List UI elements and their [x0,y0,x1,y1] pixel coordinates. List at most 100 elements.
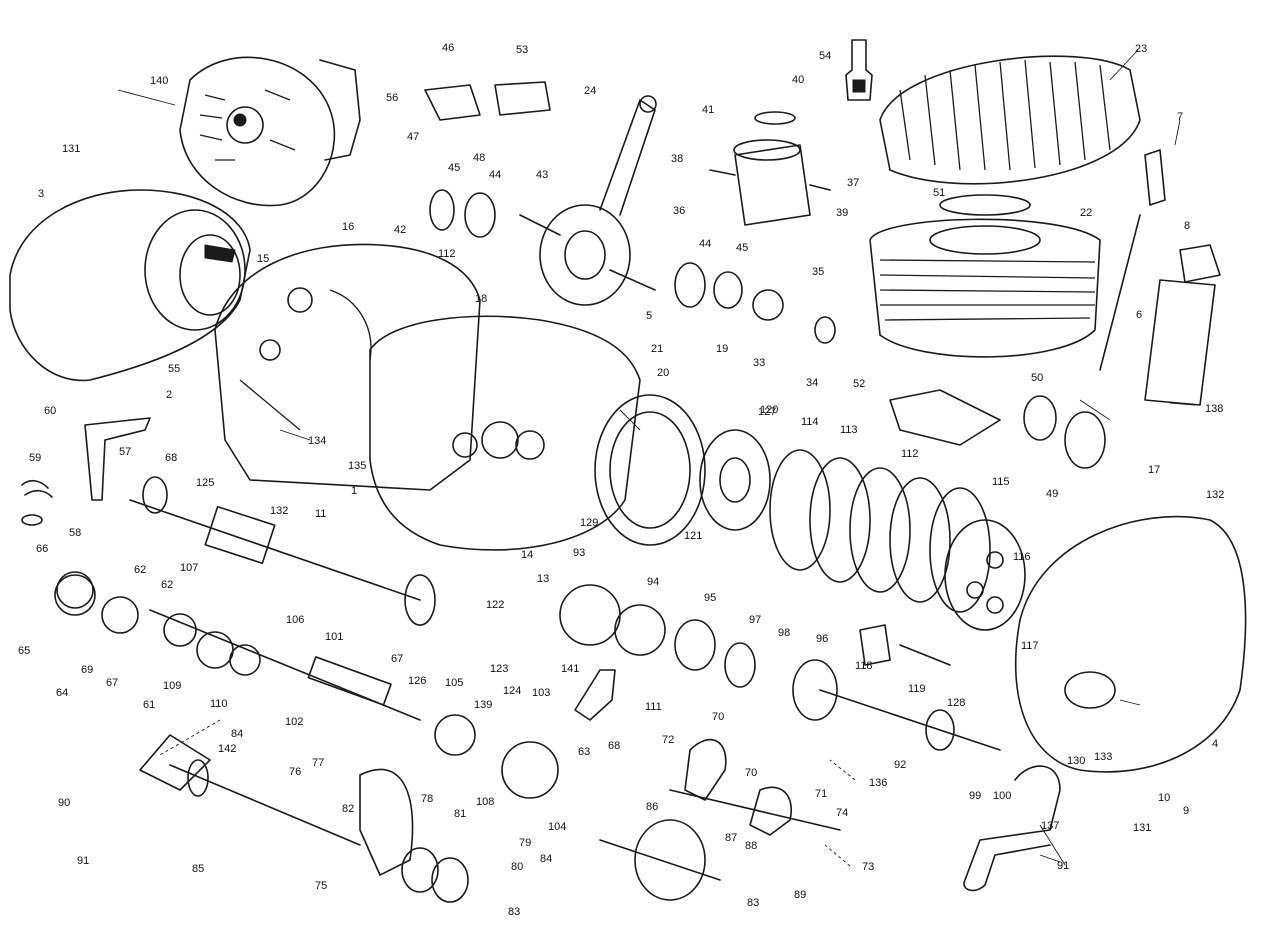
callout-label: 124 [503,685,521,697]
seal-45 [713,271,743,309]
callout-label: 131 [62,143,80,155]
callout-label: 142 [218,743,236,755]
callout-label: 106 [286,614,304,626]
callout-label: 35 [812,266,824,278]
washer [21,514,43,526]
callout-label: 117 [1021,640,1039,652]
callout-label: 45 [736,242,748,254]
callout-label: 103 [532,687,550,699]
callout-label: 135 [348,460,366,472]
callout-label: 90 [58,797,70,809]
clutch-plates [769,449,1026,631]
callout-label: 84 [540,853,552,865]
callout-label: 98 [778,627,790,639]
callout-label: 139 [474,699,492,711]
callout-label: 76 [289,766,301,778]
gear-lever [84,417,151,501]
callout-label: 81 [454,808,466,820]
callout-label: 91 [77,855,89,867]
callout-label: 107 [180,562,198,574]
callout-label: 115 [992,476,1010,488]
callout-label: 38 [671,153,683,165]
callout-label: 121 [684,530,702,542]
callout-label: 112 [901,448,919,460]
callout-label: 48 [473,152,485,164]
gear-selector [669,738,841,836]
callout-label: 24 [584,85,596,97]
cylinder-head [879,55,1141,185]
callout-label: 114 [801,416,819,428]
callout-label: 134 [308,435,326,447]
callout-label: 120 [760,404,778,416]
bearing-125 [142,476,168,514]
bolt-63 [574,669,616,721]
callout-label: 49 [1046,488,1058,500]
stud-sleeve [1144,149,1166,206]
ignition-coil [1144,244,1221,406]
callout-label: 55 [168,363,180,375]
callout-label: 86 [646,801,658,813]
callout-label: 41 [702,104,714,116]
callout-label: 20 [657,367,669,379]
callout-label: 44 [489,169,501,181]
flywheel-magneto [179,56,361,207]
callout-label: 56 [386,92,398,104]
callout-label: 18 [475,293,487,305]
callout-label: 137 [1041,820,1059,832]
callout-label: 132 [270,505,288,517]
callout-label: 119 [908,683,926,695]
callout-label: 113 [840,424,858,436]
callout-label: 61 [143,699,155,711]
callout-labels: 140 131 3 56 47 46 53 45 48 44 43 42 112… [18,42,1224,918]
callout-label: 129 [580,517,598,529]
callout-label: 88 [745,840,757,852]
callout-label: 77 [312,757,324,769]
callout-label: 3 [38,188,44,200]
left-side-cover [9,189,251,382]
callout-label: 73 [862,861,874,873]
callout-label: 99 [969,790,981,802]
callout-label: 5 [646,310,652,322]
callout-label: 133 [1094,751,1112,763]
kickstart-shaft [792,659,1001,751]
callout-label: 93 [573,547,585,559]
o-ring [1023,395,1057,441]
callout-label: 104 [548,821,566,833]
callout-label: 92 [894,759,906,771]
callout-label: 53 [516,44,528,56]
callout-label: 9 [1183,805,1189,817]
callout-label: 97 [749,614,761,626]
callout-label: 58 [69,527,81,539]
selector-drum [599,819,721,901]
callout-label: 89 [794,889,806,901]
callout-label: 10 [1158,792,1170,804]
callout-label: 102 [285,716,303,728]
gearbox-shafts [129,499,436,721]
callout-label: 7 [1177,111,1183,123]
callout-label: 67 [106,677,118,689]
clutch-assembly [594,394,771,546]
bushes [401,847,469,903]
callout-label: 64 [56,687,68,699]
callout-label: 71 [815,788,827,800]
callout-label: 8 [1184,220,1190,232]
callout-label: 136 [869,777,887,789]
callout-label: 68 [165,452,177,464]
callout-label: 51 [933,187,945,199]
callout-label: 36 [673,205,685,217]
kickstart-lever [963,765,1061,892]
callout-label: 13 [537,573,549,585]
callout-label: 21 [651,343,663,355]
callout-label: 47 [407,131,419,143]
callout-label: 130 [1067,755,1085,767]
callout-label: 138 [1205,403,1223,415]
piston [709,111,831,226]
callout-label: 85 [192,863,204,875]
callout-label: 17 [1148,464,1160,476]
callout-label: 2 [166,389,172,401]
callout-label: 78 [421,793,433,805]
callout-label: 110 [210,698,228,710]
callout-label: 111 [645,701,662,713]
callout-label: 39 [836,207,848,219]
callout-label: 79 [519,837,531,849]
